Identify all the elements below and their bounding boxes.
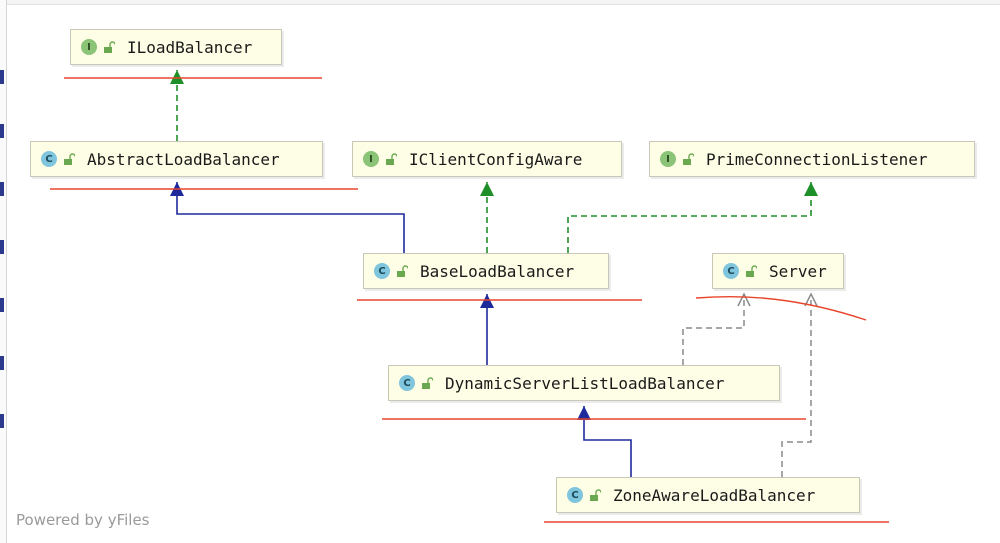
interface-icon: I xyxy=(81,39,97,55)
class-icon: C xyxy=(723,263,739,279)
open-lock-icon xyxy=(422,377,433,389)
node-label: Server xyxy=(769,261,827,281)
edge-baseloadbalancer-abstractloadbalancer[interactable] xyxy=(170,182,405,253)
annotation-underlines xyxy=(50,77,889,523)
node-label: IClientConfigAware xyxy=(409,149,583,169)
edge-zoneawareloadbalancer-server[interactable] xyxy=(781,292,818,477)
node-baseloadbalancer[interactable]: C BaseLoadBalancer xyxy=(363,253,609,289)
gutter-marker xyxy=(0,70,4,84)
node-iclientconfigaware[interactable]: I IClientConfigAware xyxy=(352,141,622,177)
node-dynamicserverlistloadbalancer[interactable]: C DynamicServerListLoadBalancer xyxy=(388,365,780,401)
underline-server xyxy=(695,295,867,321)
node-label: ZoneAwareLoadBalancer xyxy=(613,485,816,505)
gutter-marker xyxy=(0,124,4,138)
edge-zoneawareloadbalancer-dynamicserverlistloadbalancer[interactable] xyxy=(577,406,632,477)
node-label: DynamicServerListLoadBalancer xyxy=(445,373,725,393)
node-label: BaseLoadBalancer xyxy=(420,261,575,281)
edge-dynamicserverlistloadbalancer-server[interactable] xyxy=(682,292,751,365)
node-label: ILoadBalancer xyxy=(127,37,253,57)
editor-gutter xyxy=(0,0,7,543)
node-label: AbstractLoadBalancer xyxy=(87,149,280,169)
node-iloadbalancer[interactable]: I ILoadBalancer xyxy=(70,29,282,65)
node-label: PrimeConnectionListener xyxy=(706,149,928,169)
gutter-marker xyxy=(0,240,4,254)
powered-by-footer: Powered by yFiles xyxy=(16,511,150,529)
class-icon: C xyxy=(374,263,390,279)
open-lock-icon xyxy=(104,41,115,53)
node-zoneawareloadbalancer[interactable]: C ZoneAwareLoadBalancer xyxy=(556,477,860,513)
edge-baseloadbalancer-primeconnectionlistener[interactable] xyxy=(567,182,818,253)
gutter-marker xyxy=(0,414,4,428)
open-lock-icon xyxy=(683,153,694,165)
edge-abstractloadbalancer-iloadbalancer[interactable] xyxy=(170,70,184,141)
node-abstractloadbalancer[interactable]: C AbstractLoadBalancer xyxy=(30,141,323,177)
node-server[interactable]: C Server xyxy=(712,253,844,289)
interface-icon: I xyxy=(660,151,676,167)
open-lock-icon xyxy=(397,265,408,277)
class-icon: C xyxy=(567,487,583,503)
open-lock-icon xyxy=(386,153,397,165)
node-primeconnectionlistener[interactable]: I PrimeConnectionListener xyxy=(649,141,975,177)
edge-baseloadbalancer-iclientconfigaware[interactable] xyxy=(480,182,494,253)
open-lock-icon xyxy=(64,153,75,165)
interface-icon: I xyxy=(363,151,379,167)
gutter-marker xyxy=(0,356,4,370)
open-lock-icon xyxy=(746,265,757,277)
gutter-marker xyxy=(0,298,4,312)
gutter-marker xyxy=(0,182,4,196)
abstract-class-icon: C xyxy=(41,151,57,167)
window-top-edge xyxy=(0,0,1000,5)
edge-dynamicserverlistloadbalancer-baseloadbalancer[interactable] xyxy=(480,294,494,365)
open-lock-icon xyxy=(590,489,601,501)
class-icon: C xyxy=(399,375,415,391)
